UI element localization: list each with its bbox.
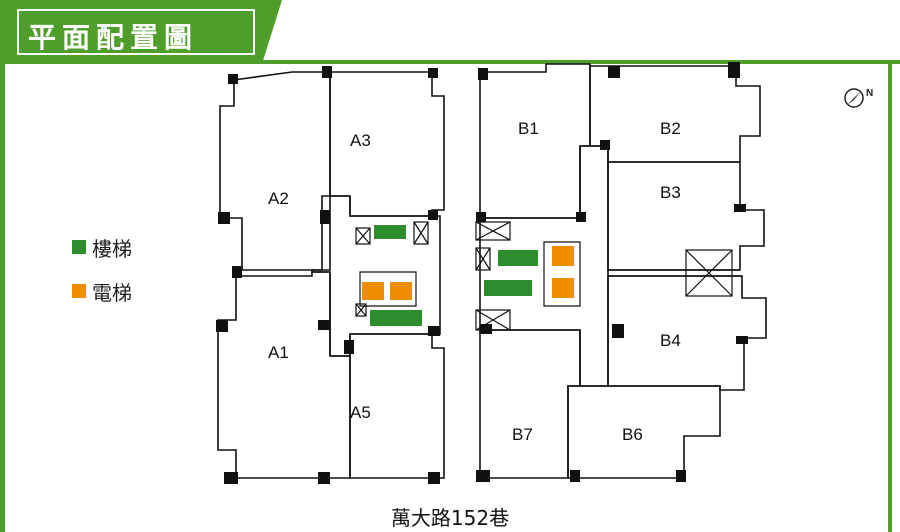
page-title: 平面配置圖	[28, 21, 199, 54]
unit-label-b3: B3	[660, 183, 681, 202]
road-label: 萬大路152巷	[390, 506, 510, 530]
elevator-b-1	[552, 246, 574, 266]
unit-b7-outline	[479, 329, 581, 479]
unit-label-a2: A2	[268, 189, 289, 208]
shafts	[355, 221, 733, 331]
legend-label-elevator: 電梯	[92, 280, 132, 305]
stairs	[370, 225, 538, 326]
structural-columns	[216, 62, 748, 484]
unit-b1-outline	[479, 63, 591, 219]
header-title-frame	[17, 9, 255, 55]
header-underline	[0, 60, 900, 64]
content-frame	[0, 64, 892, 532]
unit-label-b6: B6	[622, 425, 643, 444]
unit-label-b7: B7	[512, 425, 533, 444]
unit-label-a5: A5	[350, 403, 371, 422]
legend-item-stair: 樓梯	[72, 232, 132, 262]
stair-a-top	[374, 225, 406, 239]
header-green-tab	[0, 0, 282, 64]
unit-label-b1: B1	[518, 119, 539, 138]
unit-a2-outline	[219, 71, 331, 271]
stair-a-bottom	[370, 310, 422, 326]
stair-b-bottom	[484, 280, 532, 296]
unit-b6-outline	[567, 385, 721, 479]
elevator-a-2	[390, 282, 412, 300]
compass-n-label: N	[866, 88, 873, 99]
core-a-outline	[311, 195, 441, 357]
legend: 樓梯 電梯	[72, 232, 132, 320]
unit-a3-outline	[329, 71, 445, 217]
header-banner	[0, 0, 900, 64]
unit-label-a3: A3	[350, 131, 371, 150]
elevator-b-2	[552, 278, 574, 298]
elevators	[362, 246, 574, 300]
stair-b-top	[498, 250, 538, 266]
unit-b2-outline	[589, 65, 761, 163]
legend-item-elevator: 電梯	[72, 276, 132, 306]
compass-icon: N	[844, 88, 873, 108]
unit-label-b4: B4	[660, 331, 681, 350]
elevator-swatch	[72, 284, 86, 298]
legend-label-stair: 樓梯	[92, 236, 132, 261]
elevator-a-1	[362, 282, 384, 300]
unit-label-a1: A1	[268, 343, 289, 362]
core-b-outline	[479, 145, 609, 387]
unit-b4-outline	[607, 275, 767, 391]
unit-label-b2: B2	[660, 119, 681, 138]
stair-swatch	[72, 240, 86, 254]
